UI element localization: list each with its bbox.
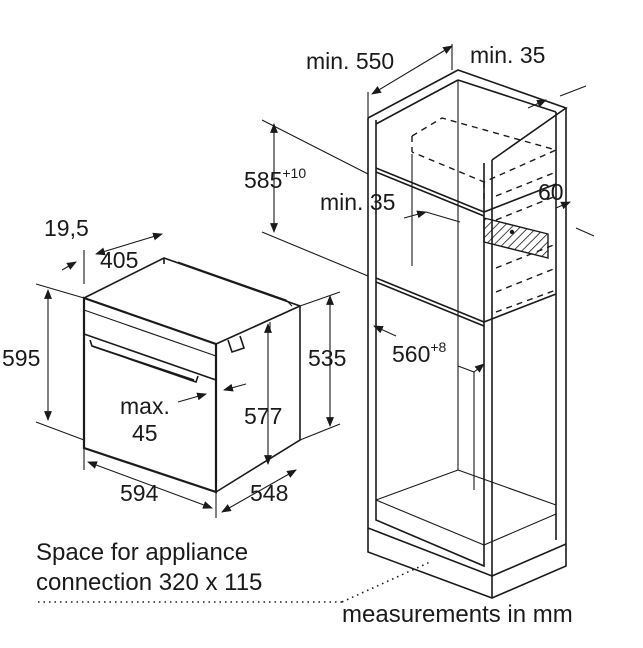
label-max-line1: max.	[120, 393, 170, 419]
label-535: 535	[308, 345, 346, 371]
label-max-line2: 45	[132, 420, 158, 446]
label-548: 548	[250, 480, 288, 506]
units-note: measurements in mm	[342, 601, 573, 628]
tall-cabinet	[367, 69, 568, 599]
label-min-35-mid: min. 35	[320, 189, 395, 215]
label-min-35-top: min. 35	[470, 42, 545, 68]
label-560-value: 560	[392, 341, 430, 367]
label-min-550: min. 550	[306, 48, 394, 74]
space-caption-line2: connection 320 x 115	[36, 569, 262, 596]
label-560-tolerance: +8	[430, 339, 446, 355]
label-585-tolerance: +10	[282, 165, 306, 181]
label-560: 560+8	[392, 339, 447, 367]
space-caption-line1: Space for appliance	[36, 539, 248, 566]
label-405: 405	[100, 247, 138, 273]
dimension-lines	[35, 44, 595, 603]
label-60: 60	[538, 179, 564, 205]
label-595: 595	[2, 345, 40, 371]
label-577: 577	[244, 403, 282, 429]
label-19-5: 19,5	[44, 215, 89, 241]
label-585: 585+10	[244, 165, 306, 193]
label-585-value: 585	[244, 167, 282, 193]
dimension-labels: min. 550 min. 35 585+10 min. 35 60 19,5 …	[2, 42, 573, 628]
label-594: 594	[120, 480, 159, 506]
